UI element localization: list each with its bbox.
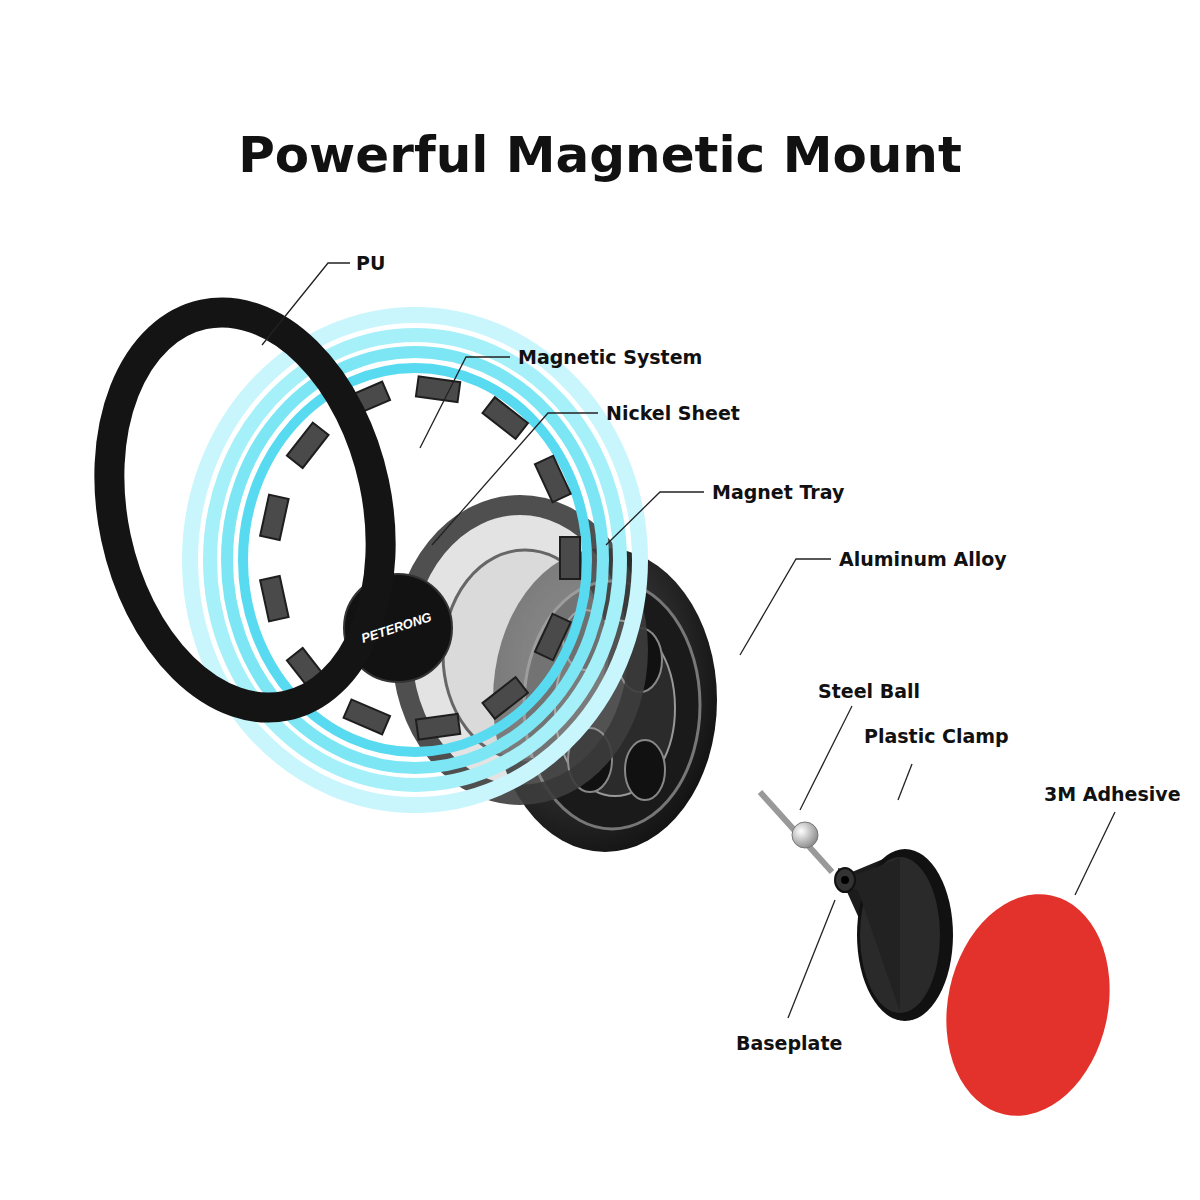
part-label: Aluminum Alloy [839,548,1007,571]
part-label: Magnet Tray [712,481,844,504]
part-label: PU [356,252,385,275]
stem [760,792,832,872]
magnet-block [260,495,288,540]
part-label: 3M Adhesive [1044,783,1181,806]
magnet-block [287,423,329,468]
part-label: Plastic Clamp [864,725,1009,748]
pu-ring [74,287,415,733]
magnet-block [344,699,390,734]
baseplate [835,849,953,1021]
part-label: Baseplate [736,1032,842,1055]
magnet-block [483,677,528,719]
magnet-block [535,456,571,503]
part-label: Magnetic System [518,346,702,369]
magnet-block [560,537,580,579]
magnet-block [260,576,288,621]
magnet-block [535,614,571,661]
adhesive-pad [926,879,1129,1131]
title: Powerful Magnetic Mount [238,125,962,185]
magnetic-glow [190,315,640,805]
part-label: Nickel Sheet [606,402,740,425]
leader-lines [262,263,1115,1018]
magnet-block [416,714,460,740]
steel-ball [792,822,818,848]
magnet-block [483,397,528,439]
part-label: Steel Ball [818,680,920,703]
